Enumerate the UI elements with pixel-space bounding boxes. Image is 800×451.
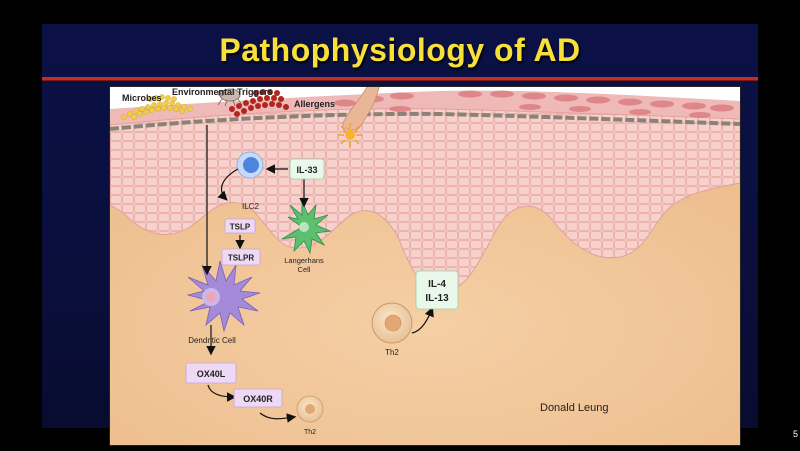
il4-il13-box: [415, 270, 459, 310]
injury-spark-icon: [338, 123, 362, 147]
il33-box: [289, 158, 325, 180]
label-langerhans-line1: Langerhans: [284, 256, 324, 265]
label-dendritic-cell: Dendritic Cell: [188, 336, 236, 345]
label-th2-large: Th2: [385, 348, 399, 357]
arrow-th2-to-cytokines: [411, 306, 434, 334]
pathophysiology-diagram: Microbes Environmental Triggers Allergen…: [110, 87, 740, 445]
epidermis-layer: [110, 108, 740, 293]
langerhans-cell: [281, 200, 332, 255]
granular-layer: [110, 111, 740, 131]
dendritic-cell: [186, 260, 261, 333]
allergens-cluster: [229, 89, 289, 117]
signal-arrows: [202, 125, 434, 423]
ilc2-cell: [236, 151, 264, 179]
th2-cell-large: [371, 302, 413, 344]
ox40r-box: [233, 388, 283, 408]
tslpr-box: [221, 248, 261, 266]
microbes-cluster: [121, 94, 193, 120]
label-th2-small: Th2: [304, 429, 316, 436]
label-credit: Donald Leung: [540, 402, 609, 414]
arrow-ox40l-to-ox40r: [207, 384, 237, 402]
label-ilc2: ILC2: [242, 202, 259, 211]
diagram-panel: Microbes Environmental Triggers Allergen…: [109, 86, 741, 446]
label-microbes: Microbes: [122, 93, 162, 103]
label-tslpr: TSLPR: [228, 254, 254, 263]
title-rule: [42, 77, 758, 80]
tslp-box: [224, 218, 256, 234]
arrow-ilc2-loop: [217, 168, 239, 201]
label-langerhans-line2: Cell: [298, 265, 311, 274]
slide-number: 5: [793, 429, 799, 439]
label-ox40l: OX40L: [197, 369, 226, 379]
slide: Pathophysiology of AD: [42, 24, 798, 446]
arrow-ox40r-to-th2: [259, 412, 297, 423]
corneocyte-row: [334, 90, 734, 118]
ox40l-box: [185, 362, 237, 384]
label-ox40r: OX40R: [243, 394, 273, 404]
slide-title: Pathophysiology of AD: [219, 32, 581, 68]
label-il4: IL-4: [428, 279, 446, 290]
label-tslp: TSLP: [230, 223, 251, 232]
label-il13: IL-13: [425, 293, 449, 304]
label-environmental-triggers: Environmental Triggers: [172, 87, 273, 97]
label-allergens: Allergens: [294, 99, 335, 109]
dust-mite-icon: [217, 88, 243, 107]
th2-cell-small: [296, 395, 324, 423]
label-il33: IL-33: [296, 165, 317, 175]
